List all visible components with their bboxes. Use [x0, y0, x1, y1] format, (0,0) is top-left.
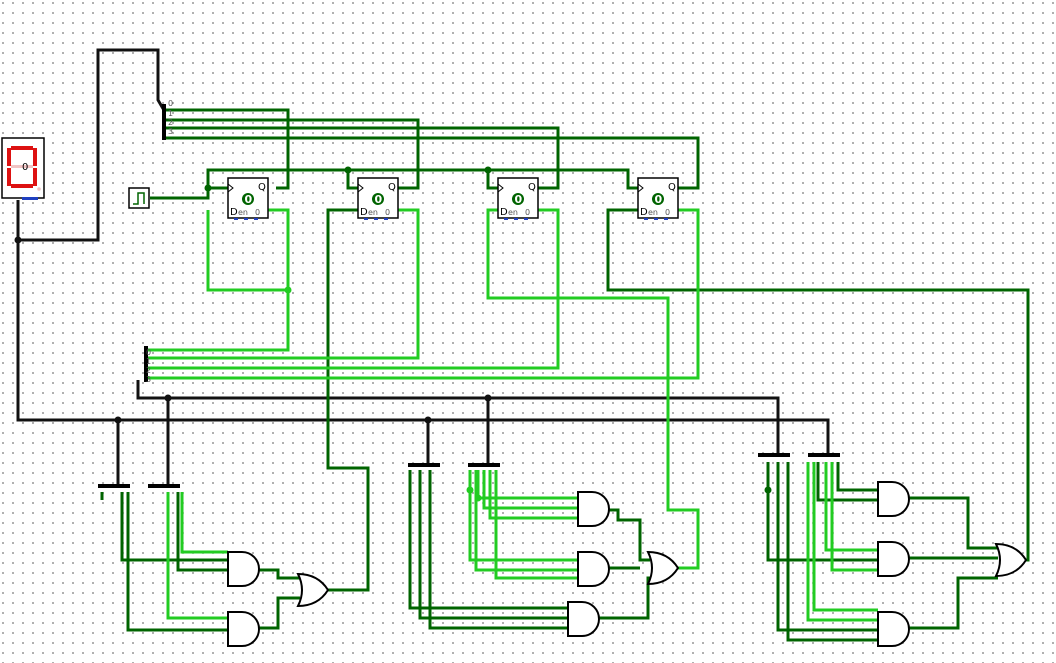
svg-text:2: 2: [146, 366, 151, 375]
flip-flop-3[interactable]: 0 Q D en 0: [497, 177, 539, 220]
flip-flop-1[interactable]: 0 Q D en 0: [227, 177, 269, 220]
and-gate[interactable]: [877, 481, 910, 517]
junctions: [14, 166, 772, 502]
flip-flop-2[interactable]: 0 Q D en 0: [357, 177, 399, 220]
svg-text:0: 0: [385, 208, 390, 217]
svg-text:1: 1: [146, 357, 151, 366]
svg-text:2: 2: [168, 118, 173, 127]
ff-state: 0: [245, 193, 253, 206]
svg-text:3: 3: [146, 375, 151, 384]
en-label: en: [368, 208, 378, 217]
d-label: D: [500, 207, 508, 218]
ff-state: 0: [655, 193, 663, 206]
d-label: D: [230, 207, 238, 218]
svg-text:0: 0: [168, 99, 173, 108]
dark-green-wires: [100, 108, 1030, 642]
and-gate[interactable]: [577, 491, 610, 527]
q-label: Q: [388, 182, 396, 193]
q-label: Q: [668, 182, 676, 193]
display-digit: 0: [22, 162, 28, 173]
q-label: Q: [258, 182, 266, 193]
svg-text:3: 3: [168, 127, 173, 136]
flip-flop-4[interactable]: 0 Q D en 0: [637, 177, 679, 220]
svg-text:0: 0: [146, 348, 151, 357]
black-wires: [16, 48, 830, 485]
en-label: en: [508, 208, 518, 217]
ff-state: 0: [375, 193, 383, 206]
q-label: Q: [528, 182, 536, 193]
d-label: D: [360, 207, 368, 218]
or-gate[interactable]: [646, 550, 680, 586]
svg-text:0: 0: [255, 208, 260, 217]
and-gate[interactable]: [877, 611, 910, 647]
light-green-wires: [146, 208, 878, 622]
en-label: en: [648, 208, 658, 217]
and-gate[interactable]: [227, 611, 260, 647]
svg-text:0: 0: [525, 208, 530, 217]
and-gate[interactable]: [877, 541, 910, 577]
clock-icon[interactable]: [128, 187, 150, 209]
and-gate[interactable]: [227, 551, 260, 587]
and-gate[interactable]: [567, 601, 600, 637]
en-label: en: [238, 208, 248, 217]
ff-state: 0: [515, 193, 523, 206]
or-gate[interactable]: [994, 542, 1028, 578]
or-gate[interactable]: [296, 572, 330, 608]
svg-text:1: 1: [168, 109, 173, 118]
d-label: D: [640, 207, 648, 218]
svg-text:0: 0: [665, 208, 670, 217]
and-gate[interactable]: [577, 551, 610, 587]
seven-segment-display: 0: [1, 137, 45, 200]
